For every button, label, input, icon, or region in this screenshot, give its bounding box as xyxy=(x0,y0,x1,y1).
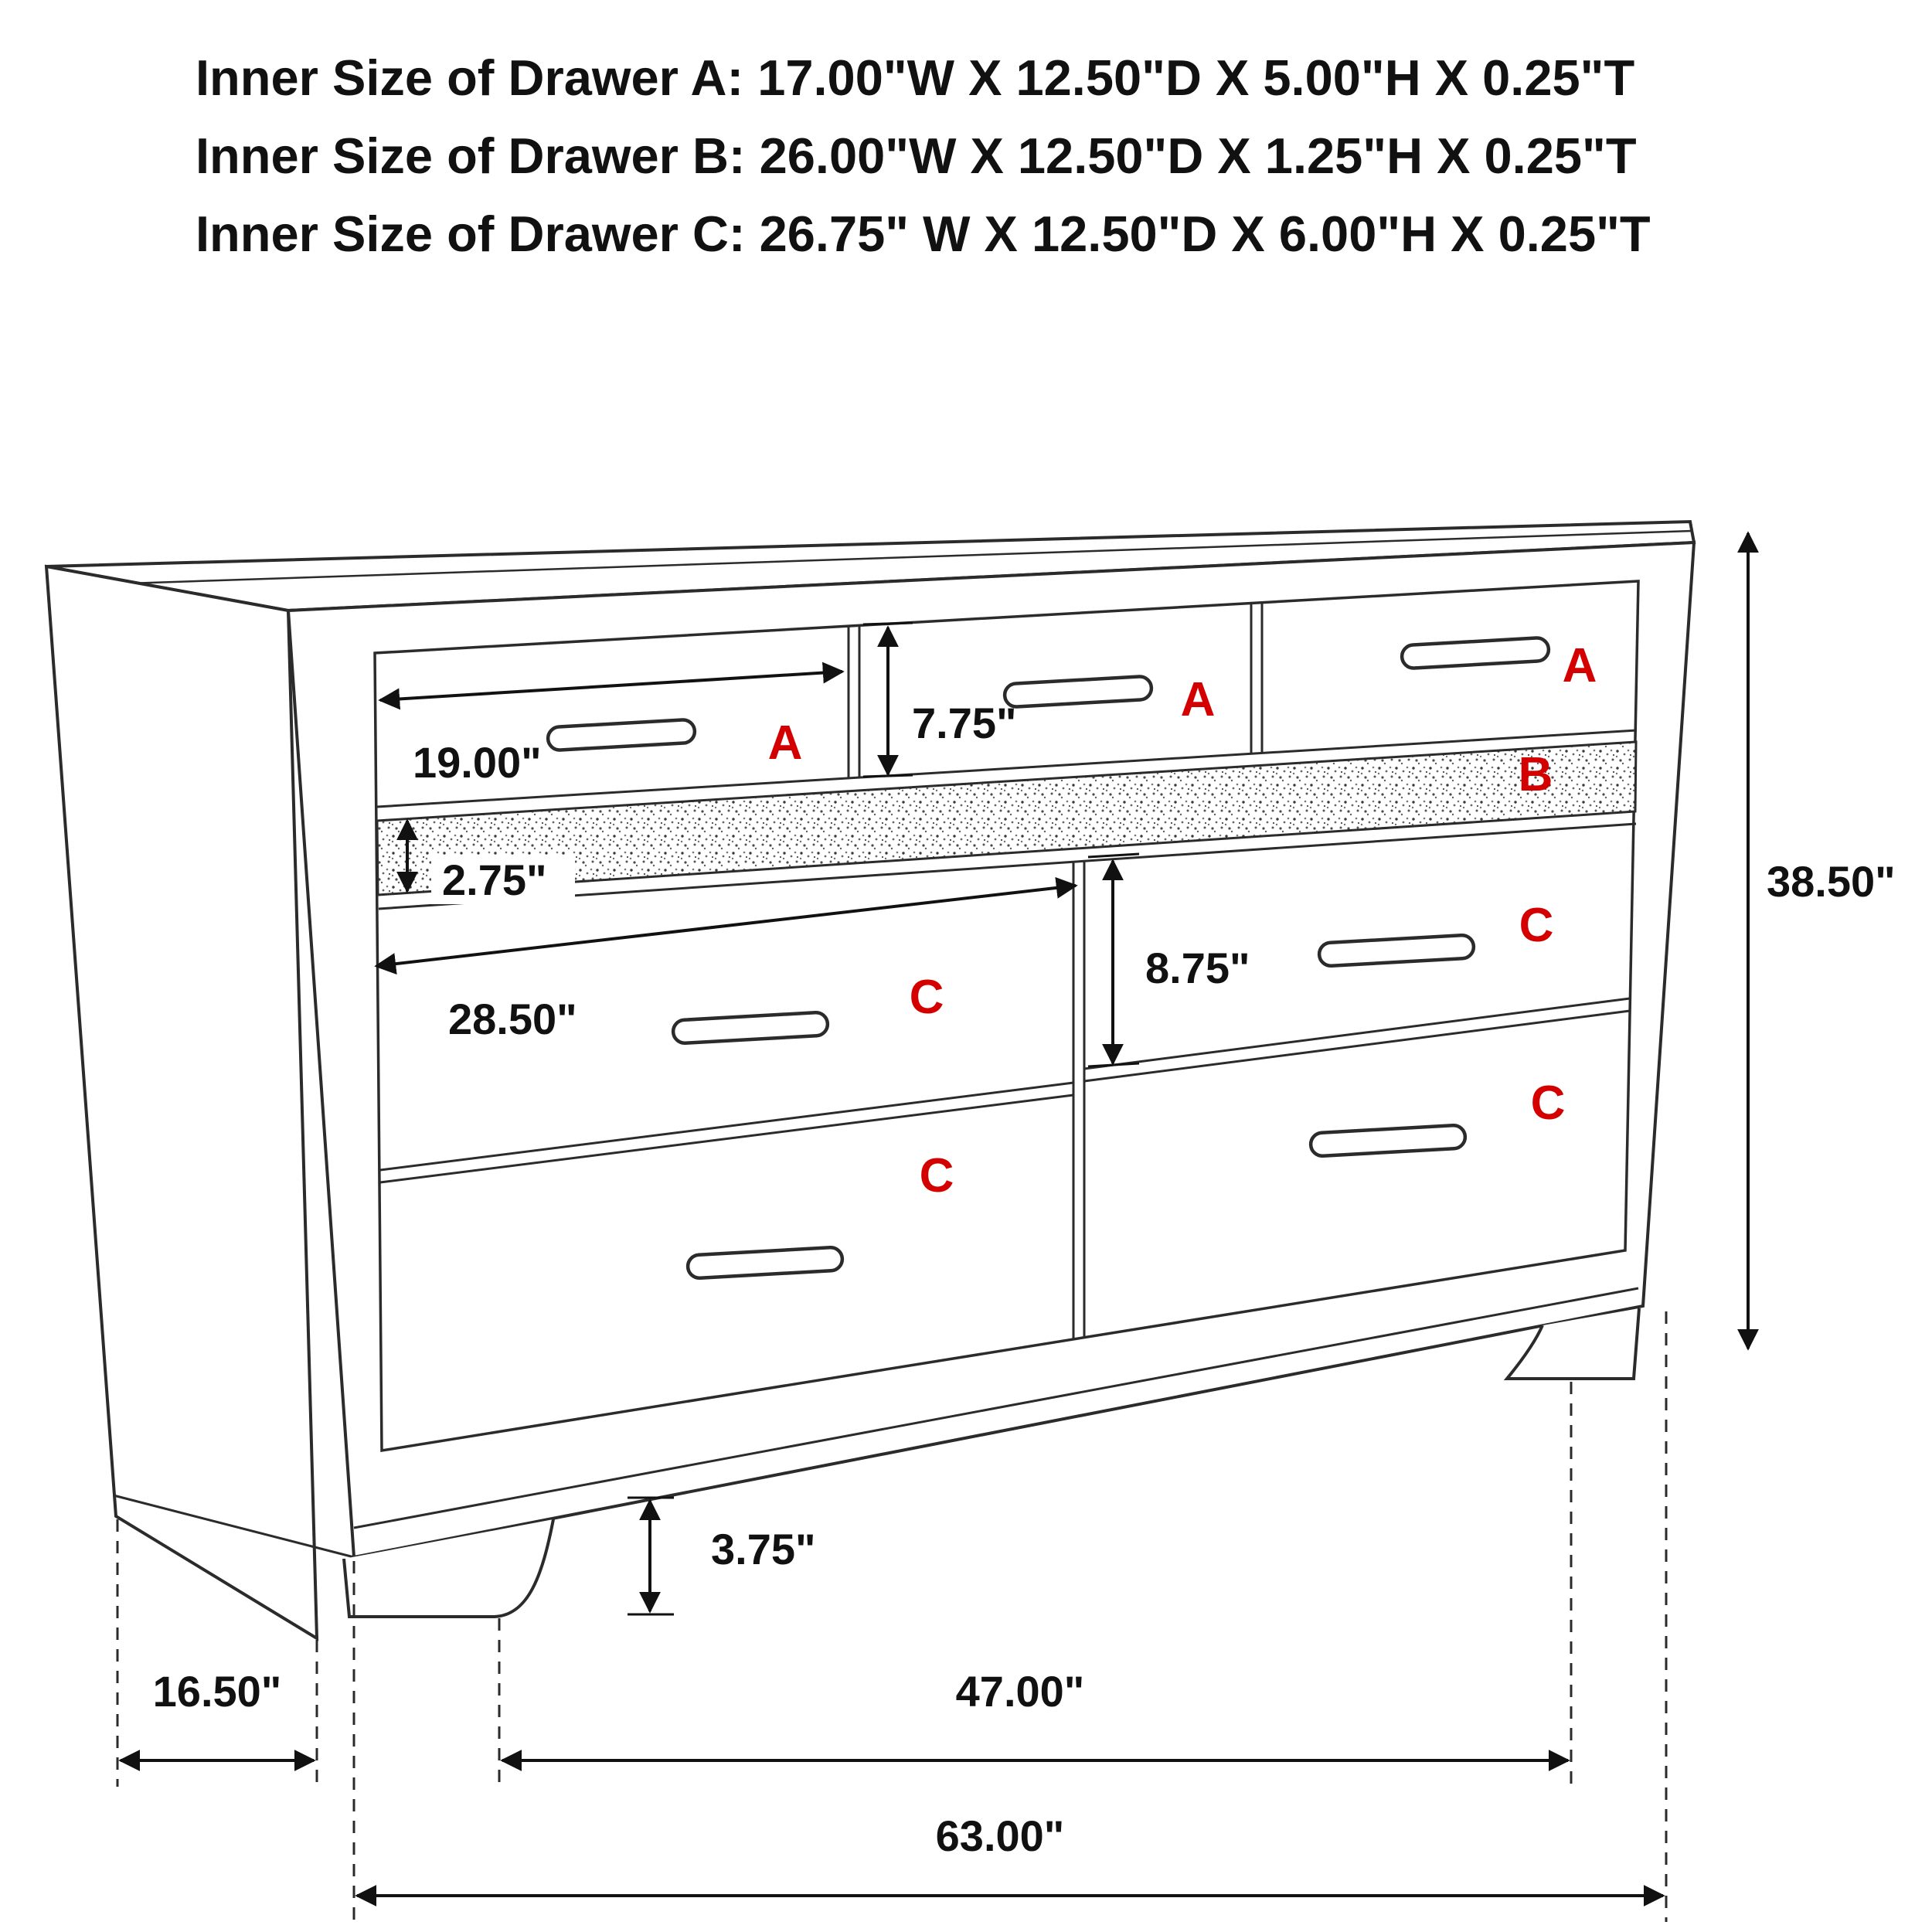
dresser-front-face xyxy=(286,540,1696,1560)
drawer-handles xyxy=(546,636,1551,1280)
handle-drawer-a2 xyxy=(1002,675,1154,709)
dresser-body xyxy=(44,519,1696,1641)
drawer-letters: A A A B C C C C xyxy=(768,639,1597,1202)
dim-label-drawer-c-height: 8.75" xyxy=(1145,944,1250,992)
spec-line-drawer-a: Inner Size of Drawer A: 17.00"W X 12.50"… xyxy=(196,49,1635,106)
dimension-arrows xyxy=(118,531,1759,1906)
handle-drawer-c-left-top xyxy=(671,1011,830,1045)
dim-label-overall-height: 38.50" xyxy=(1767,857,1896,906)
dim-label-depth: 16.50" xyxy=(153,1667,282,1716)
divider-c-right-row xyxy=(1083,997,1631,1083)
spec-header: Inner Size of Drawer A: 17.00"W X 12.50"… xyxy=(196,39,1651,273)
divider-a1-a2 xyxy=(847,625,861,778)
row-a-bottom-line xyxy=(376,729,1638,808)
handle-drawer-c-left-bottom xyxy=(685,1246,845,1280)
arrow-drawer-c-width xyxy=(374,876,1078,975)
divider-c-left-row xyxy=(379,1081,1074,1184)
tick-base-clearance xyxy=(628,1496,674,1616)
dim-label-drawer-a-width: 19.00" xyxy=(413,738,542,787)
side-base-molding-line xyxy=(113,1494,355,1559)
tick-drawer-a-height xyxy=(862,621,913,778)
label-backplate-b-height xyxy=(431,855,575,904)
drawer-frame-opening xyxy=(373,580,1640,1453)
drawer-letter-a2: A xyxy=(1181,673,1216,726)
dim-label-drawer-b-height: 2.75" xyxy=(442,855,547,904)
drawer-letter-c-left-top: C xyxy=(910,971,944,1024)
drawer-letter-c-left-bottom: C xyxy=(920,1149,954,1202)
extension-lines xyxy=(116,1311,1668,1922)
dim-label-overall-width: 63.00" xyxy=(936,1811,1065,1860)
front-base-molding-line xyxy=(353,1287,1639,1529)
drawer-letter-c-right-bottom: C xyxy=(1531,1077,1566,1130)
drawer-letter-a1: A xyxy=(768,716,803,770)
drawer-letter-c-right-top: C xyxy=(1519,899,1554,952)
dim-label-between-feet-width: 47.00" xyxy=(956,1667,1085,1716)
dim-label-drawer-a-height: 7.75" xyxy=(912,699,1017,747)
drawer-letter-a3: A xyxy=(1563,639,1597,692)
divider-a2-a3 xyxy=(1250,603,1264,754)
handle-drawer-c-right-bottom xyxy=(1308,1124,1468,1158)
dim-label-base-clearance: 3.75" xyxy=(711,1525,816,1573)
right-bracket-foot xyxy=(1503,1308,1641,1380)
dim-label-drawer-c-width: 28.50" xyxy=(448,995,577,1043)
arrow-drawer-a-width xyxy=(378,662,845,710)
handle-drawer-a3 xyxy=(1400,636,1551,670)
drawer-letter-b: B xyxy=(1519,748,1553,801)
spec-line-drawer-c: Inner Size of Drawer C: 26.75" W X 12.50… xyxy=(196,206,1651,262)
tick-drawer-c-height xyxy=(1087,852,1140,1068)
drawer-b-glitter-face xyxy=(376,740,1638,896)
dresser-left-side-panel xyxy=(44,564,319,1641)
handle-drawer-c-right-top xyxy=(1317,934,1476,968)
spec-line-drawer-b: Inner Size of Drawer B: 26.00"W X 12.50"… xyxy=(196,128,1637,184)
left-bracket-foot xyxy=(342,1519,555,1618)
handle-drawer-a1 xyxy=(546,718,697,752)
dimension-labels: 19.00" 7.75" 2.75" 28.50" 8.75" 38.50" 3… xyxy=(153,699,1896,1860)
top-bevel-line xyxy=(127,529,1692,585)
